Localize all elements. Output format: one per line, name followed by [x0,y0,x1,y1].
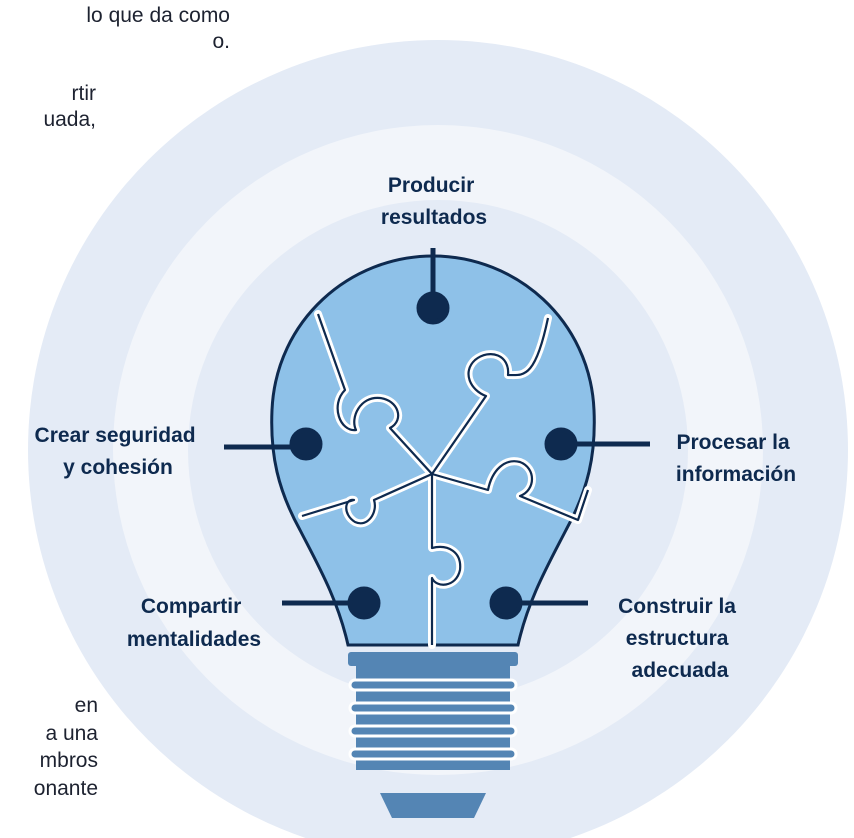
bg-text-line: lo que da como [86,4,230,27]
label-construir-estructura: Construir la estructura adecuada [618,595,742,682]
bg-text-line: a una [45,722,98,745]
bg-text-line: uada, [43,108,96,131]
bg-text-line: en [74,694,98,717]
bg-text-line: rtir [71,82,97,105]
bg-text-line: onante [33,777,98,800]
connector-dot-bottom-left [347,586,381,620]
connectors [224,248,650,620]
bulb-base [348,652,518,818]
connector-dot-bottom-right [489,586,523,620]
connector-dot-top [416,291,450,325]
bg-text-line: mbros [39,749,98,772]
connector-dot-left [289,427,323,461]
puzzle-outlines [301,313,590,645]
label-crear-seguridad: Crear seguridad y cohesión [35,424,202,479]
label-procesar-informacion: Procesar la información [676,431,796,486]
label-compartir-mentalidades: Compartir mentalidades [127,595,261,651]
bg-text-line: o. [212,30,230,53]
connector-dot-right [544,427,578,461]
label-producir-resultados: Producir resultados [381,174,487,229]
